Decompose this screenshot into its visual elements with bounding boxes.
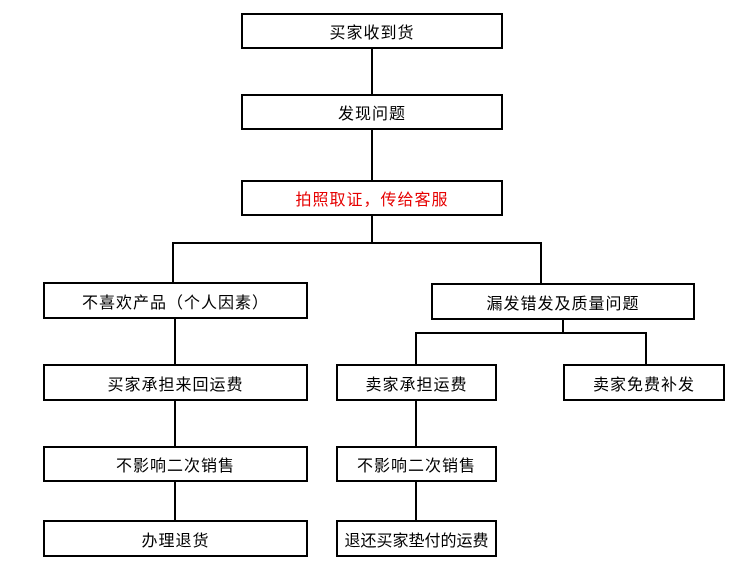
connector-noimpact-to-refund — [415, 482, 417, 520]
node-refund-advanced-shipping: 退还买家垫付的运费 — [336, 520, 497, 557]
node-buyer-received-goods: 买家收到货 — [241, 13, 503, 49]
connector-received-to-problem — [371, 49, 373, 94]
node-no-impact-resale-middle: 不影响二次销售 — [336, 446, 497, 482]
connector-quality-stem — [562, 320, 564, 334]
node-process-return: 办理退货 — [43, 520, 308, 557]
node-dislike-personal-reason: 不喜欢产品（个人因素） — [43, 282, 308, 319]
connector-evidence-stem — [371, 216, 373, 244]
node-seller-pays-shipping: 卖家承担运费 — [336, 364, 497, 401]
connector-branch2-horizontal — [415, 332, 647, 334]
node-photo-evidence: 拍照取证，传给客服 — [241, 180, 503, 216]
connector-dislike-to-buyerpays — [174, 319, 176, 364]
connector-buyerpays-to-noimpact — [174, 401, 176, 446]
connector-branch1-horizontal — [172, 242, 542, 244]
connector-branch1-right-drop — [540, 242, 542, 283]
node-buyer-pays-roundtrip: 买家承担来回运费 — [43, 364, 308, 401]
node-missing-wrong-quality: 漏发错发及质量问题 — [431, 283, 695, 320]
connector-branch2-left-drop — [415, 332, 417, 364]
node-problem-found: 发现问题 — [241, 94, 503, 130]
connector-branch2-right-drop — [645, 332, 647, 364]
connector-noimpact-to-return — [174, 482, 176, 520]
connector-branch1-left-drop — [172, 242, 174, 282]
connector-problem-to-evidence — [371, 130, 373, 180]
node-no-impact-resale-left: 不影响二次销售 — [43, 446, 308, 482]
node-seller-free-reship: 卖家免费补发 — [563, 364, 725, 401]
connector-sellerpays-to-noimpact — [415, 401, 417, 446]
